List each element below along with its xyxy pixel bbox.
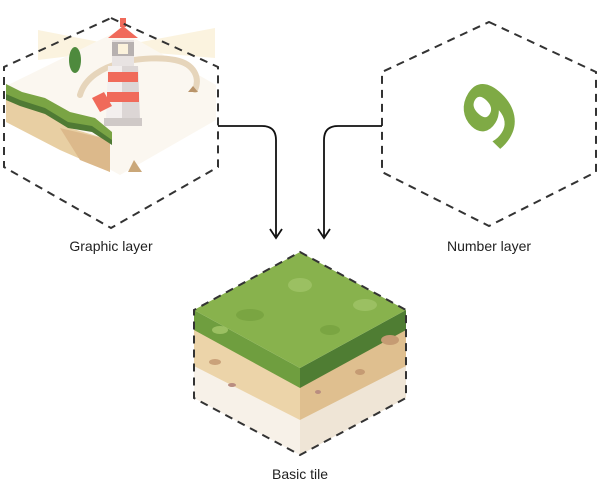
grass-edge [6, 84, 112, 142]
number-layer-tile: 9 [381, 20, 597, 228]
graphic-layer-hex-outline [3, 16, 219, 230]
rock-right [188, 86, 198, 92]
number-layer-hex-outline [381, 20, 597, 228]
grass-spot [353, 299, 377, 311]
soil-pebble [381, 335, 399, 345]
soil-pebble [228, 383, 236, 387]
soil-pebble [355, 369, 365, 375]
connector-number-to-tile [323, 125, 382, 236]
graphic-layer-label: Graphic layer [69, 238, 153, 254]
soil-pebble [315, 390, 321, 394]
tile-sand-left [194, 326, 300, 420]
grass-spot [212, 326, 228, 334]
cliff-shade [60, 128, 110, 172]
grass-spot [288, 278, 312, 292]
graphic-layer-tile [3, 16, 219, 230]
soil-pebble [209, 359, 221, 365]
tile-sand-right [300, 326, 406, 420]
connectors [218, 125, 382, 240]
arrowhead-graphic [269, 228, 283, 240]
basic-tile-label: Basic tile [271, 466, 329, 482]
basic-tile-hex-outline [193, 250, 407, 457]
rock-left [128, 160, 142, 172]
grass-edge-dark [6, 94, 112, 145]
connector-graphic-to-tile [218, 125, 277, 236]
footpath [77, 55, 200, 98]
lighthouse [92, 18, 142, 126]
number-nine-glyph: 9 [444, 59, 540, 170]
number-layer-label: Number layer [446, 238, 532, 254]
grass-spot [236, 309, 264, 321]
tree [69, 47, 81, 73]
grass-spot [320, 325, 340, 335]
tile-grass-edge-right [300, 310, 406, 388]
arrowhead-number [317, 228, 331, 240]
basic-tile [193, 250, 407, 457]
